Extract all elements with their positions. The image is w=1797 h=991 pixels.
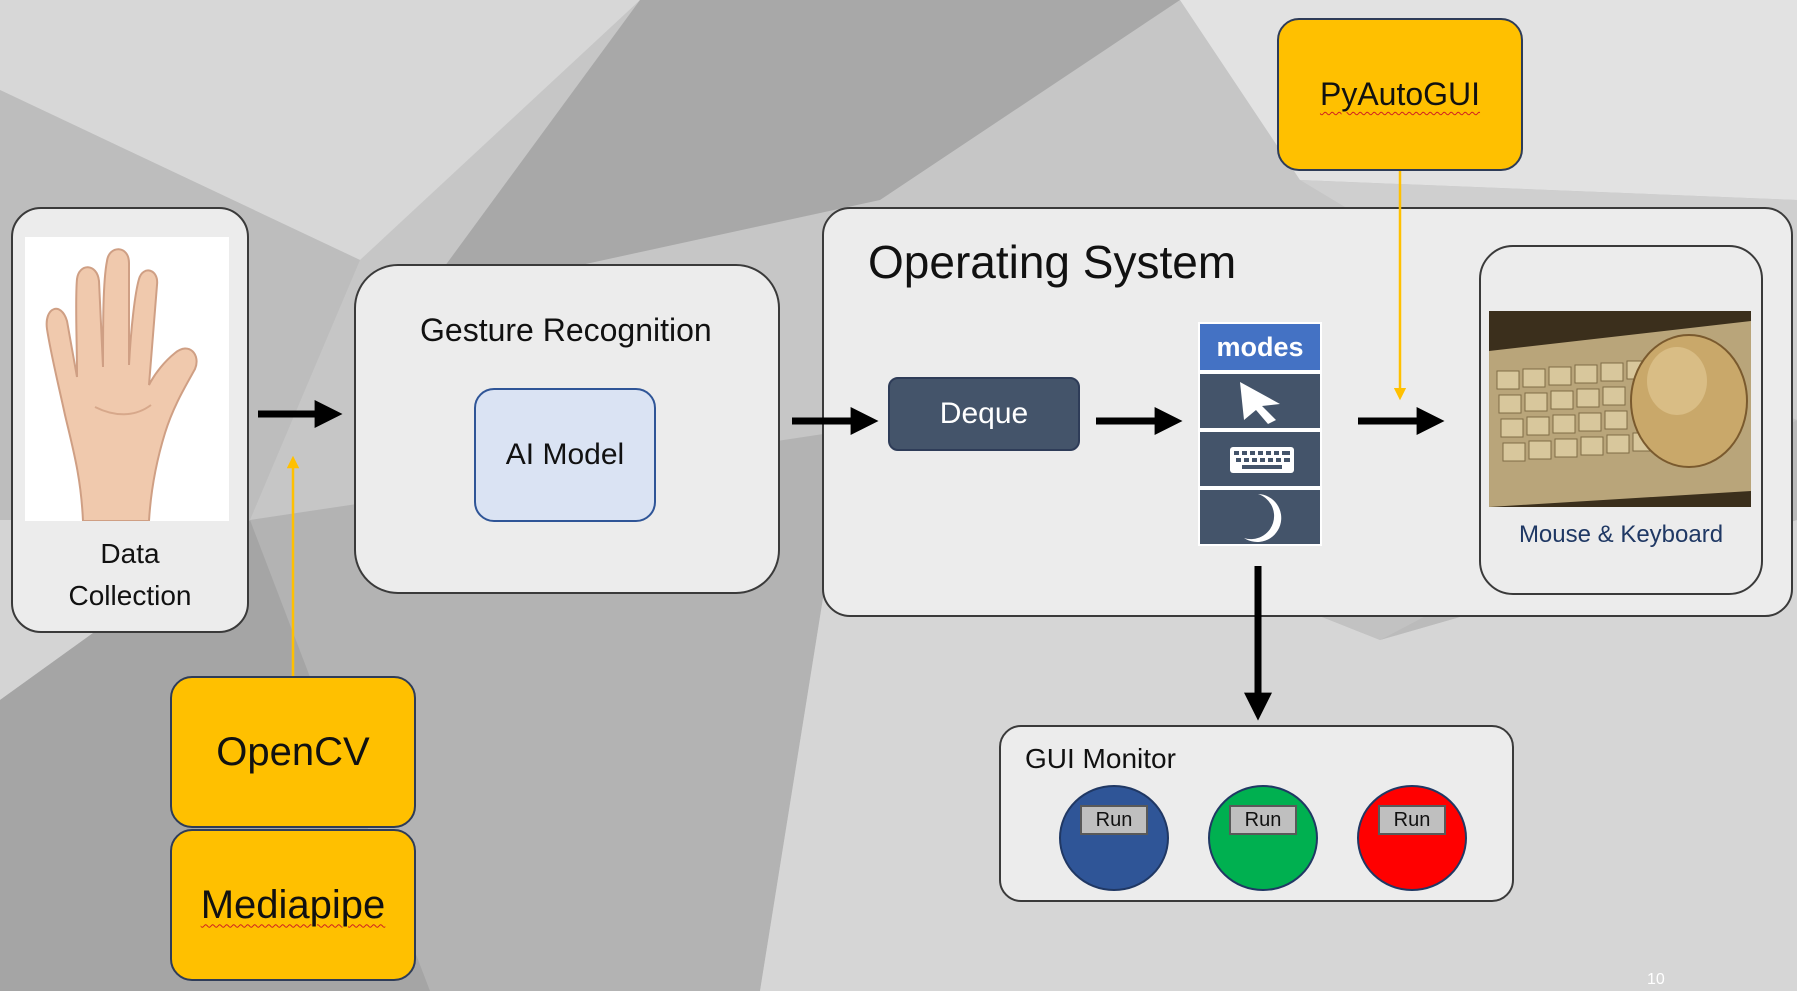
modes-header: modes (1200, 324, 1320, 370)
mode-cursor (1200, 374, 1320, 428)
deque-box: Deque (888, 377, 1080, 451)
gui-run-circle-green[interactable]: Run (1208, 785, 1318, 891)
pyautogui-box: PyAutoGUI (1277, 18, 1523, 171)
moon-icon (1244, 494, 1282, 542)
cursor-icon (1240, 382, 1280, 424)
mediapipe-label: Mediapipe (200, 882, 386, 927)
operating-system-box: Operating System Deque modes (822, 207, 1793, 617)
mode-sleep (1200, 490, 1320, 544)
pyautogui-label: PyAutoGUI (1319, 76, 1481, 112)
modes-stack: modes (1198, 322, 1322, 546)
raised-hand-icon (45, 248, 198, 522)
gesture-recognition-box: Gesture Recognition AI Model (354, 264, 780, 594)
opencv-box: OpenCV (170, 676, 416, 828)
run-button-blue[interactable]: Run (1080, 805, 1148, 835)
ai-model-box: AI Model (474, 388, 656, 522)
slide-number: 10 (1647, 971, 1665, 988)
deque-label: Deque (939, 397, 1029, 430)
operating-system-title: Operating System (868, 236, 1237, 288)
run-button-green[interactable]: Run (1229, 805, 1297, 835)
data-collection-label: Data Collection (68, 538, 192, 611)
mouse-keyboard-label: Mouse & Keyboard (1518, 521, 1724, 548)
data-collection-box: Data Collection (11, 207, 249, 633)
mediapipe-box: Mediapipe (170, 829, 416, 981)
gui-monitor-title: GUI Monitor (1025, 743, 1176, 774)
mode-keyboard (1200, 432, 1320, 486)
opencv-label: OpenCV (216, 729, 370, 774)
keyboard-icon (1230, 447, 1294, 473)
ai-model-label: AI Model (505, 438, 625, 471)
gesture-recognition-title: Gesture Recognition (420, 312, 712, 348)
gui-monitor-box: GUI Monitor Run Run Run (999, 725, 1514, 902)
gui-run-circle-blue[interactable]: Run (1059, 785, 1169, 891)
modes-header-label: modes (1216, 331, 1304, 362)
hand-image (25, 237, 229, 522)
mouse-keyboard-box: Mouse & Keyboard (1479, 245, 1763, 595)
mouse-keyboard-image (1489, 311, 1751, 507)
gui-run-circle-red[interactable]: Run (1357, 785, 1467, 891)
run-button-red[interactable]: Run (1378, 805, 1446, 835)
mouse-keyboard-icon (1489, 311, 1751, 507)
